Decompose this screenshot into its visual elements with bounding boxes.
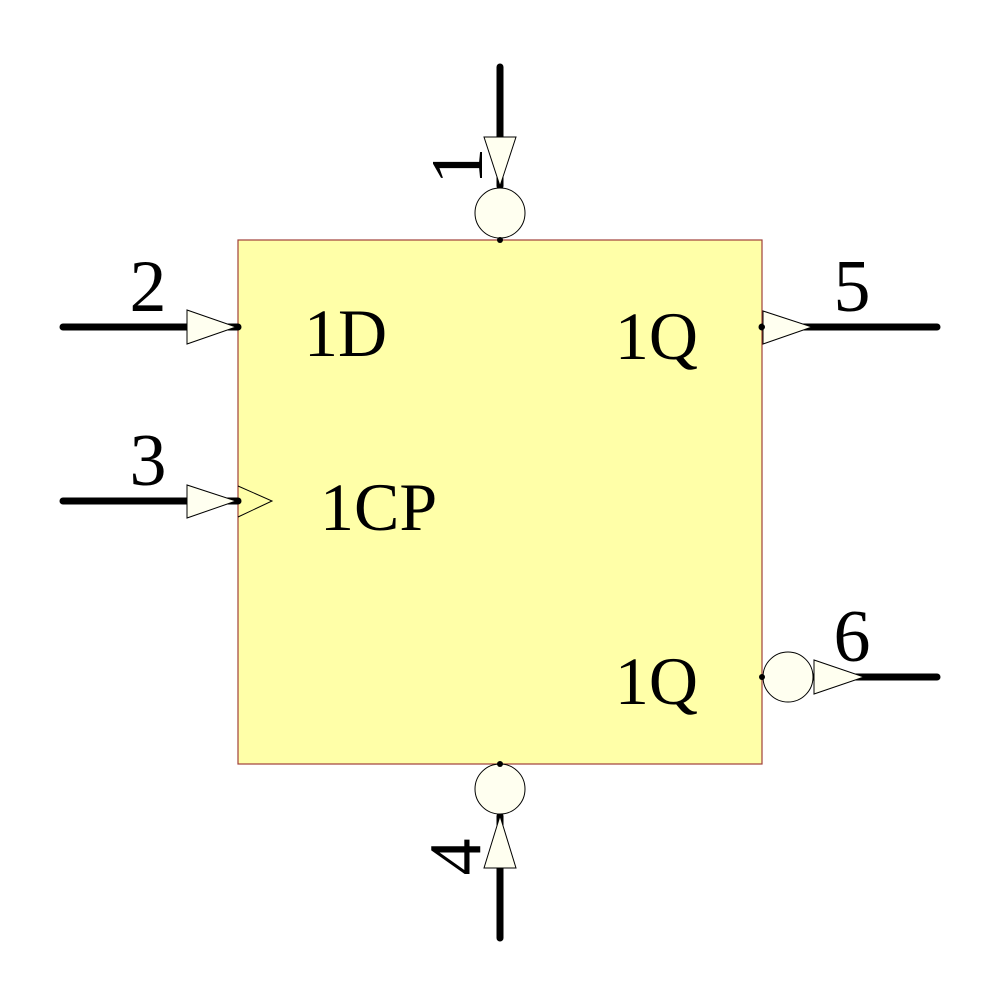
pin-4-number: 4 (415, 839, 497, 876)
pin-5-junction-dot (759, 324, 765, 330)
pin-4-junction-dot (497, 761, 503, 767)
pin-4-inversion-bubble-icon (474, 763, 526, 815)
pin-4-arrow-icon (483, 814, 517, 869)
pin-6-number: 6 (834, 596, 871, 678)
pin-1-number: 1 (417, 148, 499, 185)
pin-1-arrow-icon (483, 136, 517, 188)
pin-6-inversion-bubble-icon (762, 651, 814, 703)
pin-1-inversion-bubble-icon (474, 187, 526, 239)
pin-2[interactable]: 2 1D (59, 246, 387, 371)
pin-3-arrow-icon (186, 484, 238, 519)
pin-2-arrow-icon (186, 309, 238, 345)
pin-3-name: 1CP (320, 469, 437, 545)
pin-5-name: 1Q (615, 298, 698, 374)
pin-3[interactable]: 3 1CP (59, 420, 437, 545)
pin-6-arrow-icon (813, 659, 866, 695)
pin-2-name: 1D (304, 295, 387, 371)
clock-edge-indicator-icon (237, 485, 274, 518)
pin-2-number: 2 (130, 246, 167, 328)
pin-6-junction-dot (759, 674, 765, 680)
pin-4[interactable]: 4 (415, 761, 526, 942)
pin-3-number: 3 (130, 420, 167, 502)
pin-1-junction-dot (497, 237, 503, 243)
pin-6[interactable]: 6 1Q (615, 596, 941, 719)
pin-5-number: 5 (834, 246, 871, 328)
pin-6-name: 1Q (615, 643, 698, 719)
pin-1[interactable]: 1 (417, 63, 526, 243)
pin-5[interactable]: 5 1Q (615, 246, 941, 374)
pin-5-arrow-icon (762, 310, 814, 345)
component-body[interactable] (237, 239, 763, 765)
